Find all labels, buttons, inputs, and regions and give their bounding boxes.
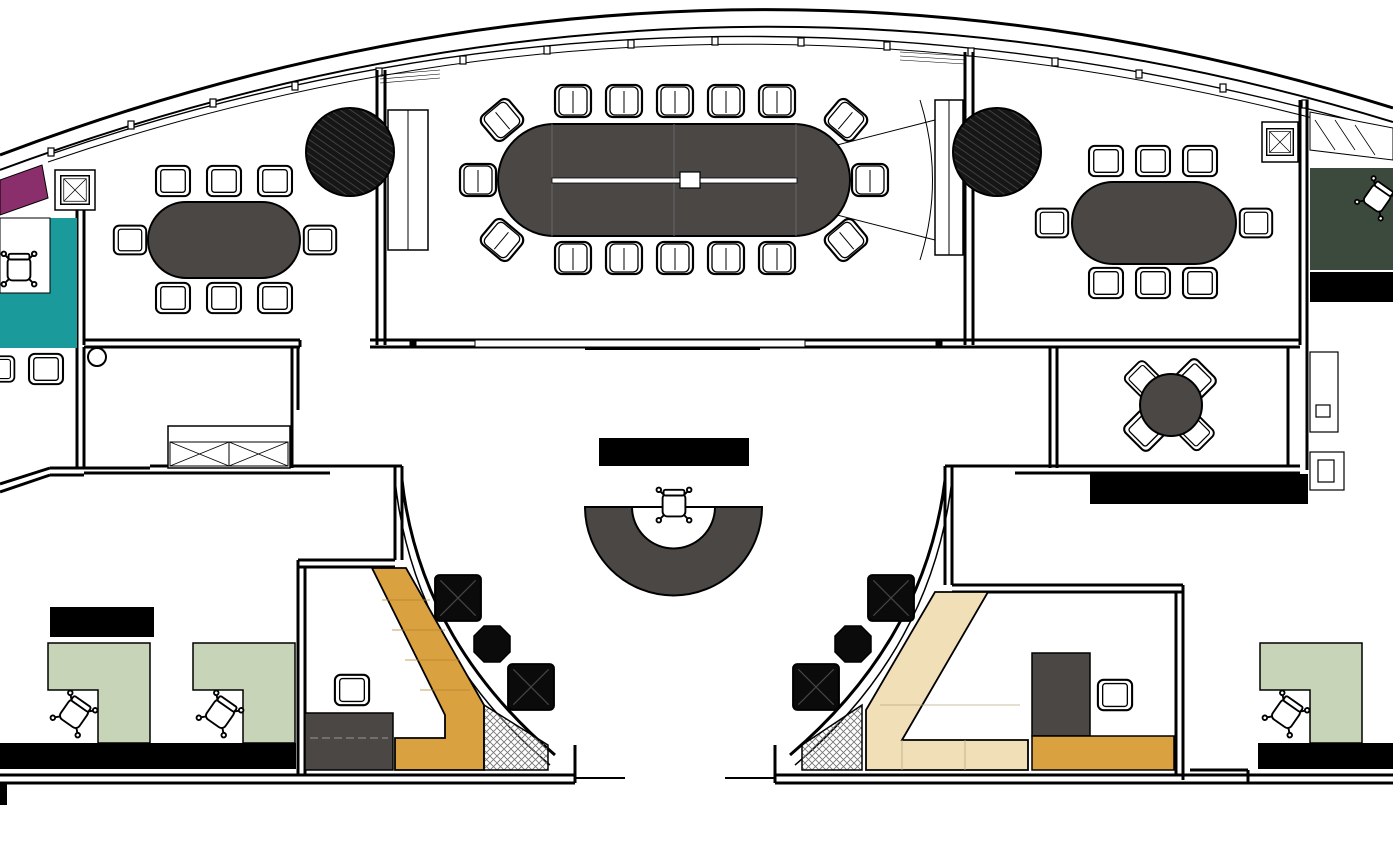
chair-icon	[333, 673, 371, 707]
office-left-desk	[304, 712, 394, 771]
workstation-desk	[47, 642, 151, 744]
column-icon	[87, 347, 107, 367]
appliance-icon	[1309, 351, 1345, 491]
office-right-desk	[1031, 735, 1175, 771]
chair-icon	[1034, 207, 1070, 239]
lounge-right	[792, 574, 915, 711]
plant-icon	[952, 107, 1042, 197]
crosshatch-zone	[801, 703, 863, 771]
meeting-room-right	[1034, 144, 1274, 300]
round-table	[1139, 373, 1203, 437]
office-chair-icon	[194, 688, 246, 740]
office-chair-icon	[0, 250, 38, 288]
office-left-counter	[370, 567, 485, 771]
table-cable-tray	[551, 177, 798, 184]
office-chair-icon	[48, 688, 100, 740]
chair-icon	[256, 164, 294, 198]
workstation-desk	[192, 642, 296, 744]
chair-icon	[757, 240, 797, 276]
chair-icon	[256, 281, 294, 315]
chair-icon	[112, 224, 148, 256]
right-edge-zone	[1261, 111, 1393, 302]
chair-icon	[604, 83, 644, 119]
chair-icon	[1087, 144, 1125, 178]
lounge-left	[434, 574, 555, 711]
storage-left	[87, 347, 291, 469]
reception-desk	[583, 506, 764, 597]
reception-display	[599, 438, 749, 466]
crosshatch-zone	[483, 703, 549, 771]
chair-icon	[553, 240, 593, 276]
chair-icon	[1238, 207, 1274, 239]
chair-icon	[1181, 266, 1219, 300]
chair-icon	[1096, 678, 1134, 712]
chair-icon	[205, 164, 243, 198]
chair-icon	[205, 281, 243, 315]
chair-icon	[1181, 144, 1219, 178]
meeting-room-left	[112, 164, 338, 315]
workstation-desk	[1259, 642, 1363, 744]
chair-icon	[302, 224, 338, 256]
armchair-icon	[434, 574, 482, 622]
armchair-icon	[507, 663, 555, 711]
office-chair-icon	[655, 486, 693, 524]
facade-curve	[0, 8, 1393, 171]
boardroom-credenza-left	[387, 109, 429, 251]
chair-icon	[706, 83, 746, 119]
chair-icon	[154, 164, 192, 198]
workstations-right	[1258, 174, 1393, 769]
chair-icon	[706, 240, 746, 276]
workstations-left	[0, 607, 296, 805]
chair-icon	[1134, 266, 1172, 300]
chair-icon	[850, 162, 890, 198]
side-table-icon	[473, 625, 511, 663]
chair-icon	[458, 162, 498, 198]
armchair-icon	[792, 663, 840, 711]
reception	[583, 438, 764, 597]
chair-icon	[0, 355, 16, 383]
armchair-icon	[867, 574, 915, 622]
chair-icon	[757, 83, 797, 119]
chair-icon	[154, 281, 192, 315]
walls	[0, 52, 1393, 785]
blinds-hatch	[379, 51, 966, 84]
office-chair-icon	[1260, 688, 1312, 740]
plant-icon	[305, 107, 395, 197]
chair-icon	[1087, 266, 1125, 300]
chair-icon	[604, 240, 644, 276]
small-meeting-room	[1090, 351, 1345, 504]
meeting-table-left	[147, 201, 301, 279]
chair-icon	[553, 83, 593, 119]
office-right	[801, 591, 1175, 771]
chair-icon	[27, 352, 65, 386]
office-right-credenza	[1031, 652, 1091, 737]
chair-icon	[655, 240, 695, 276]
boardroom	[305, 83, 1042, 276]
office-left	[304, 567, 549, 771]
chair-icon	[655, 83, 695, 119]
corridor-glazing	[409, 339, 943, 350]
meeting-table-right	[1071, 181, 1237, 265]
boardroom-credenza-right	[934, 99, 964, 256]
side-table-icon	[834, 625, 872, 663]
office-right-counter	[865, 591, 1029, 771]
table-power-box	[679, 171, 701, 189]
chair-icon	[1134, 144, 1172, 178]
